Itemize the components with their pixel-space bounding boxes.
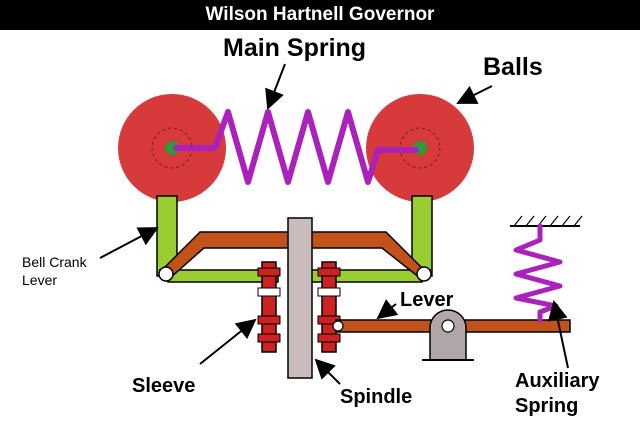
auxiliary-spring-arrow (547, 300, 569, 369)
label-main-spring: Main Spring (223, 34, 366, 62)
label-sleeve: Sleeve (132, 375, 195, 397)
lever-fulcrum (422, 309, 474, 361)
label-balls: Balls (483, 53, 543, 81)
left-ball (118, 94, 226, 202)
spindle (287, 217, 313, 379)
title-bar: Wilson Hartnell Governor (0, 0, 640, 30)
main-spring (173, 109, 419, 185)
label-lever: Lever (400, 289, 454, 311)
bell-crank-arrow (99, 227, 159, 259)
lever-arrow (376, 299, 399, 320)
label-spindle: Spindle (340, 386, 412, 408)
lever-sleeve-pin (332, 320, 344, 332)
label-auxiliary-line1: Auxiliary (515, 370, 600, 392)
sleeve-arrow (199, 318, 257, 365)
label-bell-crank-line1: Bell Crank (22, 254, 88, 270)
balls-arrow (456, 85, 493, 104)
label-auxiliary-line2: Spring (515, 395, 578, 417)
main-spring-arrow (265, 63, 286, 110)
diagram-title: Wilson Hartnell Governor (205, 4, 435, 25)
label-bell-crank-line2: Lever (22, 272, 57, 288)
spindle-arrow (314, 358, 341, 385)
left-pivot (158, 266, 174, 282)
sleeve (257, 261, 341, 353)
right-pivot (416, 266, 432, 282)
auxiliary-spring-mount (510, 215, 583, 227)
auxiliary-spring (513, 223, 563, 323)
